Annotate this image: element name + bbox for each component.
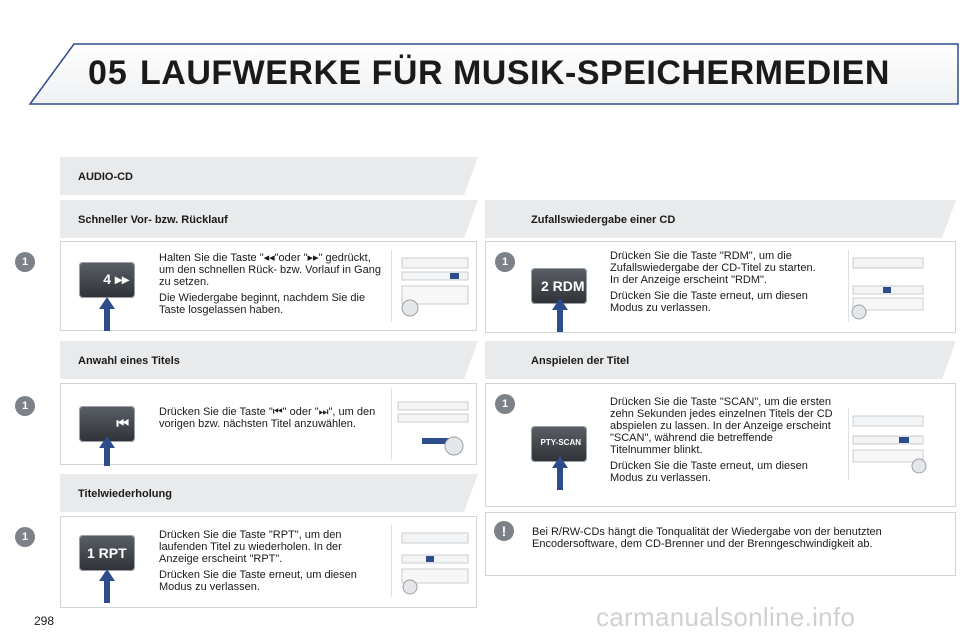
step-text: Drücken Sie die Taste "RPT", um den lauf… (159, 529, 381, 597)
section-bar-repeat: Titelwiederholung (60, 474, 478, 512)
note-box: ! Bei R/RW-CDs hängt die Tonqualität der… (485, 512, 956, 576)
prev-next-button-image: ⏮ (79, 406, 135, 442)
section-title: Zufallswiedergabe einer CD (531, 214, 676, 226)
section-title: Anspielen der Titel (531, 355, 630, 367)
scan-button-label: PTY-SCAN (540, 438, 581, 447)
step-number-badge: 1 (15, 252, 35, 272)
section-bar-random: Zufallswiedergabe einer CD (485, 200, 956, 238)
rdm-button-label: 2 RDM (541, 278, 585, 294)
instruction-text: Drücken Sie die Taste "⏮" oder "⏭", um d… (159, 406, 376, 430)
note-text: Bei R/RW-CDs hängt die Tonqualität der W… (532, 526, 882, 550)
arrow-up-icon (99, 569, 115, 603)
scan-button-image: PTY-SCAN (531, 426, 587, 462)
exclamation-icon: ! (494, 521, 514, 541)
step-box-scan: PTY-SCAN Drücken Sie die Taste "SCAN", u… (485, 383, 956, 507)
instruction-text: Drücken Sie die Taste "SCAN", um die ers… (610, 396, 833, 456)
arrow-up-icon (99, 297, 115, 331)
radio-illustration (848, 250, 931, 322)
rdm-button-image: 2 RDM (531, 268, 587, 304)
instruction-text-2: Die Wiedergabe beginnt, nachdem Sie die … (159, 292, 366, 316)
instruction-text: Drücken Sie die Taste "RDM", um die Zufa… (610, 250, 816, 286)
radio-illustration (391, 388, 474, 460)
arrow-up-icon (99, 436, 115, 466)
radio-illustration (391, 250, 474, 322)
instruction-text-2: Drücken Sie die Taste erneut, um diesen … (610, 460, 808, 484)
ff-button-image: 4 ▸▸ (79, 262, 135, 298)
arrow-up-icon (552, 298, 568, 332)
rpt-button-image: 1 RPT (79, 535, 135, 571)
instruction-text-2: Drücken Sie die Taste erneut, um diesen … (159, 569, 357, 593)
section-title: Titelwiederholung (78, 488, 172, 500)
instruction-text: Halten Sie die Taste "◂◂"oder "▸▸" gedrü… (159, 252, 381, 288)
step-text: Drücken Sie die Taste "SCAN", um die ers… (610, 396, 834, 488)
radio-illustration (391, 525, 474, 597)
step-text: Drücken Sie die Taste "RDM", um die Zufa… (610, 250, 824, 318)
page-number: 298 (34, 614, 55, 628)
prev-button-label: ⏮ (116, 415, 129, 431)
step-box-repeat: 1 RPT Drücken Sie die Taste "RPT", um de… (15, 516, 477, 608)
section-bar-fast-forward: Schneller Vor- bzw. Rücklauf (60, 200, 478, 238)
section-title: Schneller Vor- bzw. Rücklauf (78, 214, 228, 226)
ff-button-label: 4 ▸▸ (103, 271, 129, 287)
arrow-up-icon (552, 456, 568, 490)
section-title: Anwahl eines Titels (78, 355, 180, 367)
rpt-button-label: 1 RPT (87, 545, 127, 561)
step-box-random: 2 RDM Drücken Sie die Taste "RDM", um di… (485, 241, 956, 333)
instruction-text: Drücken Sie die Taste "RPT", um den lauf… (159, 529, 342, 565)
section-bar-scan: Anspielen der Titel (485, 341, 956, 379)
watermark-text: carmanualsonline.info (596, 602, 856, 632)
step-box-fast-forward: 4 ▸▸ Halten Sie die Taste "◂◂"oder "▸▸" … (15, 241, 477, 331)
step-number-badge: 1 (15, 527, 35, 547)
step-text: Halten Sie die Taste "◂◂"oder "▸▸" gedrü… (159, 252, 381, 320)
instruction-text-2: Drücken Sie die Taste erneut, um diesen … (610, 290, 808, 314)
chapter-number: 05 (88, 54, 128, 92)
section-title: AUDIO-CD (78, 171, 133, 183)
step-number-badge: 1 (15, 396, 35, 416)
radio-illustration (848, 408, 931, 480)
step-number-badge: 1 (495, 394, 515, 414)
step-number-badge: 1 (495, 252, 515, 272)
chapter-header: 05 LAUFWERKE FÜR MUSIK-SPEICHERMEDIEN (0, 0, 960, 110)
chapter-title: LAUFWERKE FÜR MUSIK-SPEICHERMEDIEN (140, 54, 890, 92)
step-text: Drücken Sie die Taste "⏮" oder "⏭", um d… (159, 406, 385, 434)
section-bar-track-select: Anwahl eines Titels (60, 341, 478, 379)
header-banner (28, 43, 959, 105)
section-bar-audio-cd: AUDIO-CD (60, 157, 478, 195)
step-box-track-select: ⏮ Drücken Sie die Taste "⏮" oder "⏭", um… (15, 383, 477, 466)
